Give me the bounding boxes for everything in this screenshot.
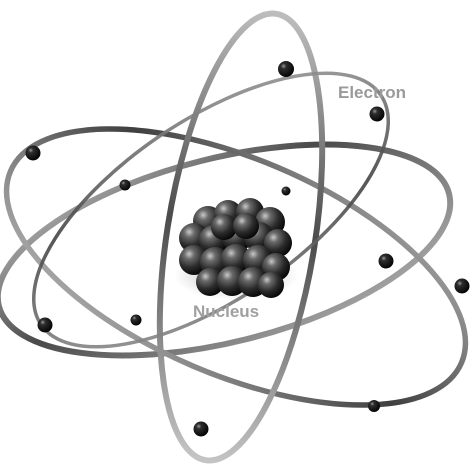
- nucleon: [211, 214, 237, 240]
- electron: [25, 145, 41, 161]
- nucleus: [179, 198, 292, 298]
- nucleon: [264, 229, 292, 257]
- electron: [278, 61, 294, 77]
- nucleon: [258, 272, 284, 298]
- nucleon: [233, 213, 259, 239]
- orbit-path-2: [3, 126, 469, 408]
- electron: [193, 421, 209, 437]
- electron: [281, 186, 291, 196]
- nucleus-label: Nucleus: [193, 302, 259, 321]
- electrons: [25, 61, 470, 437]
- electron: [378, 253, 394, 269]
- electron: [119, 179, 131, 191]
- electron: [369, 106, 385, 122]
- electron: [130, 314, 142, 326]
- electron: [37, 317, 53, 333]
- electron: [368, 400, 380, 412]
- electron-label: Electron: [338, 83, 406, 102]
- orbit-path-3: [156, 10, 326, 464]
- electron: [454, 278, 470, 294]
- nucleon: [196, 268, 224, 296]
- orbit-path-1: [0, 141, 454, 359]
